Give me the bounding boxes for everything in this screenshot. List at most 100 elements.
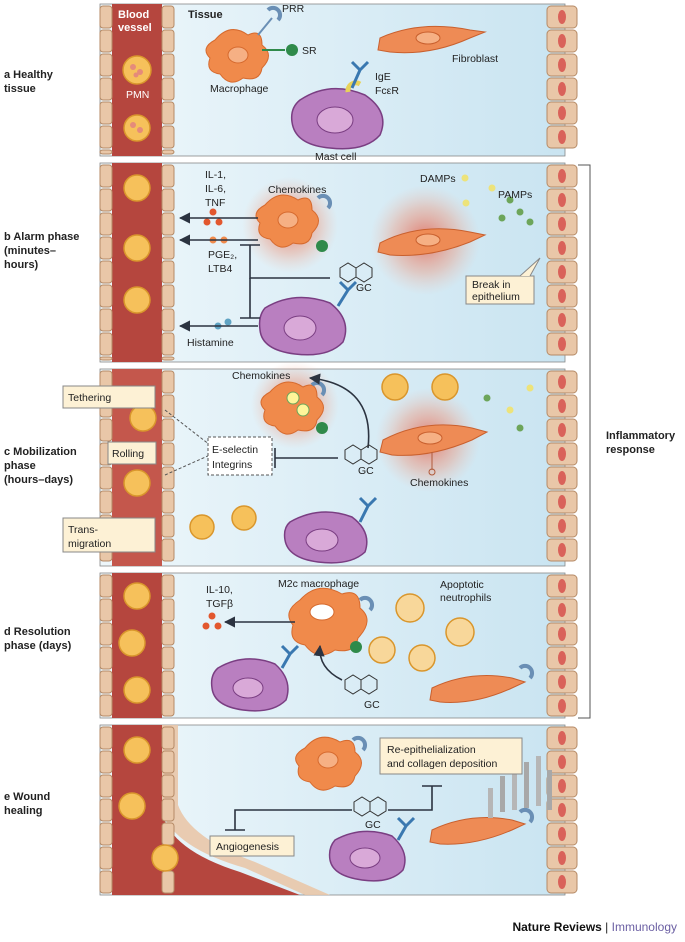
eselectin-label: E-selectin <box>212 444 258 456</box>
endothelial-cell <box>99 308 113 332</box>
endothelial-cell <box>99 260 113 284</box>
panel-b-title-line: hours) <box>4 259 39 271</box>
apoptotic-neutrophils-tissue <box>189 373 459 540</box>
mast-cell <box>290 87 384 150</box>
gc-label: GC <box>365 819 381 831</box>
endothelial-cell <box>99 164 113 188</box>
macrophage-label: Macrophage <box>210 83 269 95</box>
il6-label: IL-6, <box>205 183 226 195</box>
adhesion-callouts <box>62 385 157 553</box>
prr-receptor <box>257 5 283 36</box>
endothelial-cell <box>161 212 175 236</box>
sr-receptor <box>262 44 298 56</box>
pge2-label: PGE₂, <box>208 249 237 261</box>
selectin-box <box>207 436 273 476</box>
epithelial-nucleus <box>558 579 566 593</box>
gc-label: GC <box>358 465 374 477</box>
epithelial-nucleus <box>558 399 566 413</box>
endothelial-cell <box>99 356 113 361</box>
damps-dots <box>483 384 534 432</box>
endothelial-cell <box>161 694 175 717</box>
mast-cell <box>258 280 358 356</box>
endothelial-cell <box>161 822 175 846</box>
epithelial-nucleus <box>558 447 566 461</box>
endothelial-cell <box>161 284 175 308</box>
il10-label: IL-10, <box>206 584 233 596</box>
pmn-cell <box>118 736 179 872</box>
endothelial-cell <box>161 188 175 212</box>
pmn-cell <box>123 114 151 142</box>
panel-b <box>123 174 541 356</box>
endothelial-cell <box>161 101 175 125</box>
gc-label: GC <box>364 699 380 711</box>
histamine-label: Histamine <box>187 337 234 349</box>
collagen-fibres <box>488 756 552 818</box>
fibroblast <box>429 807 535 845</box>
rolling-label: Rolling <box>112 448 144 460</box>
endothelial-cell <box>161 622 175 646</box>
epithelial-nucleus <box>558 82 566 96</box>
fibroblast <box>377 25 487 54</box>
apoptotic-label-2: neutrophils <box>440 592 491 604</box>
resolution-arrows <box>223 616 343 681</box>
pmn-cell <box>118 582 151 704</box>
endothelial-cell <box>161 5 175 29</box>
journal-credit: Nature Reviews | Immunology <box>512 920 677 934</box>
endothelial-cell <box>99 125 113 149</box>
m2c-label: M2c macrophage <box>278 578 359 590</box>
panel-c-title-line: (hours–days) <box>4 474 73 486</box>
panel-b-title-line: (minutes– <box>4 245 56 257</box>
epithelial-nucleus <box>558 803 566 817</box>
damps-pamps-dots <box>461 174 534 226</box>
panel-a-title-line: a Healthy <box>4 69 54 81</box>
angiogenesis-label: Angiogenesis <box>216 841 279 853</box>
epithelial-nucleus <box>558 699 566 713</box>
tgfb-label: TGFβ <box>206 598 233 610</box>
endothelial-cell <box>99 822 113 846</box>
endothelial-cell <box>161 77 175 101</box>
endothelial-cell <box>99 670 113 694</box>
endothelial-cell <box>99 774 113 798</box>
m2c-macrophage <box>288 587 375 656</box>
endothelial-cell <box>161 164 175 188</box>
endothelial-cell <box>99 694 113 717</box>
endothelial-cell <box>161 870 175 894</box>
endothelial-cell <box>99 750 113 774</box>
panel-a <box>122 5 487 150</box>
fcer-label: FcεR <box>375 85 399 97</box>
gc-molecule <box>339 262 373 283</box>
pmn-cell <box>123 404 157 497</box>
epithelial-nucleus <box>558 241 566 255</box>
epithelial-nucleus <box>558 289 566 303</box>
panel-c-title-line: c Mobilization <box>4 446 77 458</box>
endothelial-cell <box>161 29 175 53</box>
panel-c <box>62 361 534 564</box>
epithelial-nucleus <box>558 58 566 72</box>
endothelial-cell <box>161 538 175 562</box>
mast-cell <box>328 816 416 882</box>
epithelial-nucleus <box>558 827 566 841</box>
break-epithelium-callout <box>465 257 541 305</box>
mast-cell <box>210 644 300 712</box>
transmigration-label-1: Trans- <box>68 524 98 536</box>
macrophage <box>255 193 333 252</box>
gc-molecule <box>344 674 378 695</box>
chemokines-label: Chemokines <box>232 370 290 382</box>
fibroblast-label: Fibroblast <box>452 53 498 65</box>
endothelial-cell <box>161 774 175 798</box>
il1-label: IL-1, <box>205 169 226 181</box>
macrophage <box>205 29 269 83</box>
endothelial-cell <box>99 646 113 670</box>
epithelial-nucleus <box>558 519 566 533</box>
reepi-label-1: Re-epithelialization <box>387 744 476 756</box>
endothelial-cell <box>99 574 113 598</box>
endothelial-cell <box>161 236 175 260</box>
endothelial-cell <box>99 622 113 646</box>
journal-subject: Immunology <box>611 920 677 934</box>
endothelial-cell <box>99 332 113 356</box>
endothelial-cell <box>99 870 113 894</box>
endothelial-cell <box>99 149 113 155</box>
ige-fcer-receptor <box>345 60 370 93</box>
inflammatory-label-2: response <box>606 444 655 456</box>
